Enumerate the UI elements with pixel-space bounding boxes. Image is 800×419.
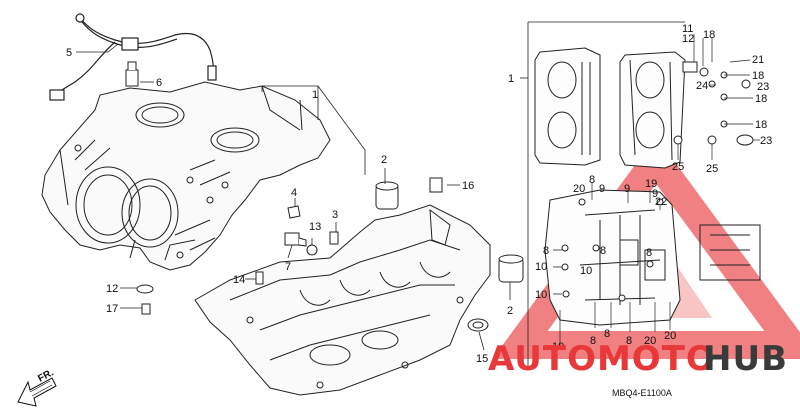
callout-8-e: 8 bbox=[590, 335, 596, 347]
callout-25-b: 25 bbox=[706, 163, 718, 175]
watermark-text: AUTOMOTO HUB bbox=[488, 339, 788, 379]
callout-2-top: 2 bbox=[381, 154, 387, 166]
callout-16: 16 bbox=[462, 180, 474, 192]
watermark-word-dark: HUB bbox=[703, 339, 788, 379]
callout-18-c: 18 bbox=[755, 93, 767, 105]
callout-20-c: 20 bbox=[664, 330, 676, 342]
callout-20-a: 20 bbox=[573, 183, 585, 195]
callout-9-a: 9 bbox=[599, 183, 605, 195]
callout-8-d: 8 bbox=[646, 247, 652, 259]
callout-10-b: 10 bbox=[580, 265, 592, 277]
callout-11: 11 bbox=[682, 23, 693, 35]
callout-18-a: 18 bbox=[703, 29, 715, 41]
callout-1-left: 1 bbox=[312, 89, 318, 101]
callout-8-a: 8 bbox=[589, 174, 595, 186]
callout-8-b: 8 bbox=[543, 245, 549, 257]
o-rings-and-seals bbox=[561, 61, 754, 302]
callout-8-c: 8 bbox=[600, 245, 606, 257]
small-parts bbox=[136, 177, 524, 332]
callout-8-f: 8 bbox=[604, 328, 610, 340]
callout-15: 15 bbox=[476, 353, 488, 365]
lower-crankcase bbox=[194, 204, 491, 396]
callout-18-d: 18 bbox=[755, 119, 767, 131]
callout-14: 14 bbox=[233, 274, 245, 286]
callout-13: 13 bbox=[309, 221, 321, 233]
wire-harness bbox=[49, 13, 217, 101]
watermark-word-red: AUTOMOTO bbox=[488, 339, 716, 379]
callout-7: 7 bbox=[285, 261, 291, 273]
callout-21: 21 bbox=[752, 54, 764, 66]
callout-9-c: 9 bbox=[652, 188, 658, 200]
leader-lines-right bbox=[553, 34, 760, 345]
callout-1-right: 1 bbox=[508, 73, 514, 85]
callout-labels: 5 6 1 2 16 4 3 13 7 14 12 17 2 15 1 11 1… bbox=[66, 23, 772, 365]
callout-22: 22 bbox=[655, 196, 667, 208]
callout-10-a: 10 bbox=[535, 261, 547, 273]
callout-25-a: 25 bbox=[672, 161, 684, 173]
callout-12-top: 12 bbox=[682, 33, 694, 45]
leader-lines-left bbox=[76, 43, 511, 351]
callout-4: 4 bbox=[291, 187, 297, 199]
callout-8-g: 8 bbox=[626, 335, 632, 347]
callout-2-right: 2 bbox=[507, 305, 513, 317]
callout-19-b: 19 bbox=[552, 341, 564, 353]
callout-9-b: 9 bbox=[624, 183, 630, 195]
callout-17: 17 bbox=[106, 303, 118, 315]
callout-5: 5 bbox=[66, 47, 72, 59]
oil-pressure-switch bbox=[125, 61, 139, 87]
callout-20-b: 20 bbox=[644, 335, 656, 347]
callout-23-b: 23 bbox=[760, 135, 772, 147]
callout-19-a: 19 bbox=[645, 178, 657, 190]
callout-23-a: 23 bbox=[757, 81, 769, 93]
callout-12-left: 12 bbox=[106, 283, 118, 295]
head-gaskets bbox=[534, 47, 686, 169]
callout-18-b: 18 bbox=[752, 70, 764, 82]
callout-24: 24 bbox=[696, 80, 708, 92]
diagram-code: MBQ4-E1100A bbox=[612, 388, 672, 398]
callout-6: 6 bbox=[156, 77, 162, 89]
front-direction-arrow bbox=[17, 377, 57, 407]
callout-10-c: 10 bbox=[535, 289, 547, 301]
callout-3: 3 bbox=[332, 209, 338, 221]
upper-crankcase bbox=[41, 81, 331, 271]
gasket-set-frame bbox=[520, 21, 685, 368]
